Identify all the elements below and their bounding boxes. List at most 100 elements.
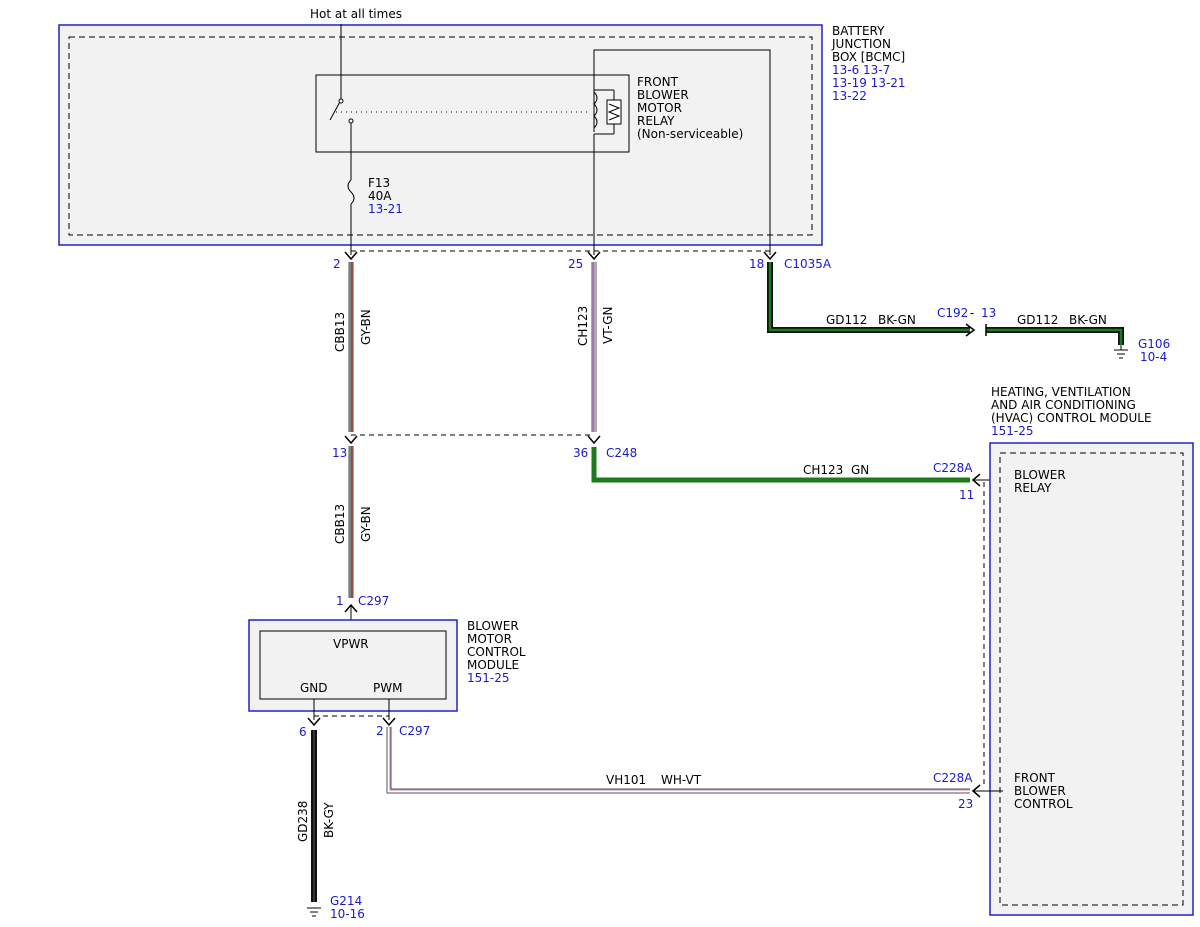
hvac-outline (989, 442, 1194, 916)
g214-name[interactable]: G214 (330, 894, 362, 908)
c248-connector-label[interactable]: C248 (606, 446, 637, 460)
ch123-gn-circuit: CH123 (803, 463, 843, 477)
gd112-color-1: BK-GN (878, 313, 916, 327)
ch123-top-color: VT-GN (601, 307, 615, 344)
c297-pin-2: 2 (376, 724, 384, 738)
ch123-gn-color: GN (851, 463, 869, 477)
hvac-front-blower-1: FRONT (1014, 771, 1056, 785)
c297-top-connector[interactable]: C297 (358, 594, 389, 608)
c192-arrow (965, 323, 976, 337)
bmcm-title-2: MOTOR (467, 632, 512, 646)
ch123-gn-wire (591, 447, 970, 483)
relay-resistor-zigzag (607, 103, 621, 121)
hvac-blower-relay-2: RELAY (1014, 481, 1052, 495)
hot-at-all-times-label: Hot at all times (310, 7, 402, 21)
c1035a-pin25-arrow (587, 251, 601, 261)
gd238-color: BK-GY (322, 802, 336, 838)
relay-label-4: RELAY (637, 114, 675, 128)
c297-pin2-arrow (382, 717, 396, 727)
bjb-title-2: JUNCTION (831, 37, 891, 51)
relay-coil-feed (593, 49, 771, 255)
bmcm-title-3: CONTROL (467, 645, 526, 659)
gd112-wire-1-green (768, 262, 970, 332)
relay-coil-winding (593, 91, 598, 129)
gd238-circuit: GD238 (296, 801, 310, 842)
relay-switch-contact-2 (348, 118, 354, 124)
vh101-wire-wh (387, 727, 970, 793)
c297-bottom-connector[interactable]: C297 (399, 724, 430, 738)
c192-connector-label[interactable]: C192 (937, 306, 968, 320)
c1035a-pin-18: 18 (749, 257, 764, 271)
bmcm-outline (248, 619, 458, 712)
fuse-name: F13 (368, 176, 390, 190)
c297-pin-1: 1 (336, 594, 344, 608)
c1035a-pin2-arrow (344, 251, 358, 261)
relay-box (315, 74, 630, 153)
relay-label-5: (Non-serviceable) (637, 127, 743, 141)
cbb13-bottom-circuit: CBB13 (333, 504, 347, 544)
bmcm-ref[interactable]: 151-25 (467, 671, 510, 685)
bjb-refs-2[interactable]: 13-19 13-21 (832, 76, 906, 90)
gd112-wire-2-green (986, 328, 1123, 345)
gd112-color-2: BK-GN (1069, 313, 1107, 327)
bjb-title-1: BATTERY (832, 24, 885, 38)
g214-ref[interactable]: 10-16 (330, 907, 365, 921)
c1035a-pin-25: 25 (568, 257, 583, 271)
c297-pin-6: 6 (299, 725, 307, 739)
c1035a-pin18-arrow (763, 251, 777, 261)
fuse-f13-symbol (347, 179, 355, 205)
hvac-title-1: HEATING, VENTILATION (991, 385, 1131, 399)
hvac-blower-relay-1: BLOWER (1014, 468, 1066, 482)
bmcm-title-1: BLOWER (467, 619, 519, 633)
hvac-title-2: AND AIR CONDITIONING (991, 398, 1136, 412)
bjb-outline (58, 24, 823, 246)
hvac-inner-dashed (999, 452, 1184, 906)
g106-ref[interactable]: 10-4 (1140, 350, 1167, 364)
c248-pin-36: 36 (573, 446, 588, 460)
c297-pin6-arrow (307, 717, 321, 727)
gd112-wire-2-outline (986, 327, 1124, 345)
relay-label-1: FRONT (637, 75, 679, 89)
cbb13-top-circuit: CBB13 (333, 312, 347, 352)
ch123-top-circuit: CH123 (576, 306, 590, 346)
gd112-circuit-1: GD112 (826, 313, 867, 327)
g106-name[interactable]: G106 (1138, 337, 1170, 351)
bjb-title-3: BOX [BCMC] (832, 50, 905, 64)
fuse-rating: 40A (368, 189, 392, 203)
c192-dash: - (970, 306, 974, 320)
vh101-circuit: VH101 (606, 773, 646, 787)
bmcm-gnd: GND (300, 681, 328, 695)
gd112-circuit-2: GD112 (1017, 313, 1058, 327)
vh101-color: WH-VT (661, 773, 702, 787)
c192-pin: 13 (981, 306, 996, 320)
bjb-refs-3[interactable]: 13-22 (832, 89, 867, 103)
relay-label-3: MOTOR (637, 101, 682, 115)
hvac-title-3: (HVAC) CONTROL MODULE (991, 411, 1152, 425)
cbb13-bottom-color: GY-BN (359, 506, 373, 542)
c1035a-connector-label[interactable]: C1035A (784, 257, 832, 271)
bmcm-inner (259, 630, 447, 700)
c248-pin13-arrow (344, 435, 358, 445)
c248-pin36-arrow (587, 435, 601, 445)
c228a-bottom-connector[interactable]: C228A (933, 771, 973, 785)
bmcm-vpwr: VPWR (333, 637, 369, 651)
hvac-front-blower-3: CONTROL (1014, 797, 1073, 811)
hvac-front-blower-2: BLOWER (1014, 784, 1066, 798)
cbb13-top-color: GY-BN (359, 309, 373, 345)
hvac-ref[interactable]: 151-25 (991, 424, 1034, 438)
bjb-inner-dashed (68, 36, 813, 236)
c228a-pin-11: 11 (959, 488, 974, 502)
relay-switch-arm (329, 99, 342, 121)
fuse-ref[interactable]: 13-21 (368, 202, 403, 216)
bjb-refs-1[interactable]: 13-6 13-7 (832, 63, 890, 77)
c228a-pin-23: 23 (958, 797, 973, 811)
bmcm-pwm: PWM (373, 681, 402, 695)
c248-pin-13: 13 (332, 446, 347, 460)
c228a-top-connector[interactable]: C228A (933, 461, 973, 475)
c1035a-pin-2: 2 (333, 257, 341, 271)
relay-switch-contact-1 (338, 98, 344, 104)
bmcm-title-4: MODULE (467, 658, 519, 672)
vh101-wire-vt (389, 727, 970, 791)
relay-label-2: BLOWER (637, 88, 689, 102)
